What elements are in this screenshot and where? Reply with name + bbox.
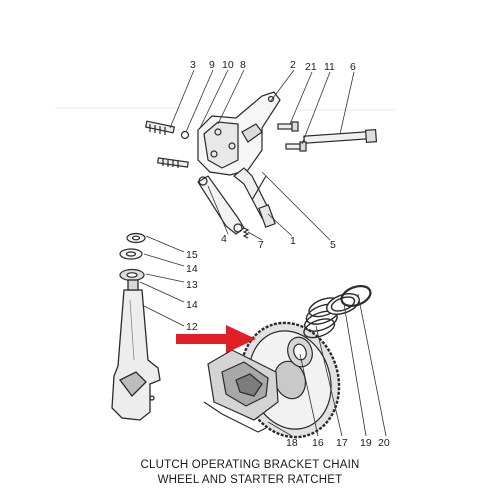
callout-5: 5 xyxy=(330,239,336,251)
callout-11: 11 xyxy=(324,61,335,73)
callout-21: 21 xyxy=(305,61,317,73)
red-pointer-arrow xyxy=(176,325,256,353)
callout-2: 2 xyxy=(290,59,296,71)
clutch-operating-bracket-assembly xyxy=(144,91,378,239)
bolt-3 xyxy=(144,120,176,135)
arm-4 xyxy=(197,175,245,235)
caption-line-2: WHEEL AND STARTER RATCHET xyxy=(157,474,343,486)
leader-lines xyxy=(139,69,387,437)
ratchet-shaft-12 xyxy=(111,279,161,421)
screw-21 xyxy=(277,121,299,132)
callout-1: 1 xyxy=(290,235,296,247)
bushing xyxy=(287,336,313,368)
operating-lever-1 xyxy=(233,167,276,228)
spring-and-rings xyxy=(303,285,372,339)
diagram-caption: CLUTCH OPERATING BRACKET CHAIN WHEEL AND… xyxy=(0,458,500,488)
screw-11 xyxy=(285,141,307,152)
long-bolt-6 xyxy=(303,129,378,144)
pivot-rod xyxy=(251,175,267,201)
ring-20 xyxy=(340,285,372,307)
callout-7: 7 xyxy=(258,239,264,251)
chain-wheel-assembly xyxy=(203,321,341,439)
callout-19: 19 xyxy=(360,437,372,449)
callout-15: 15 xyxy=(186,249,198,261)
callout-3: 3 xyxy=(190,59,196,71)
scan-lines xyxy=(55,107,395,111)
callout-numbers: 3 9 10 8 2 21 11 6 4 7 1 5 15 14 13 14 1… xyxy=(186,59,390,449)
callout-4: 4 xyxy=(221,233,227,245)
callout-12: 12 xyxy=(186,321,198,333)
callout-9: 9 xyxy=(209,59,215,71)
washer-9 xyxy=(180,130,190,140)
callout-13: 13 xyxy=(186,279,198,291)
caption-line-1: CLUTCH OPERATING BRACKET CHAIN xyxy=(140,459,360,471)
callout-18: 18 xyxy=(286,437,298,449)
bracket-plate xyxy=(197,91,281,176)
stud-left xyxy=(157,157,189,168)
callout-6: 6 xyxy=(350,61,356,73)
callout-8: 8 xyxy=(240,59,246,71)
callout-20: 20 xyxy=(378,437,390,449)
callout-14-lower: 14 xyxy=(186,299,198,311)
spring-7 xyxy=(242,227,250,239)
callout-14-upper: 14 xyxy=(186,263,198,275)
callout-16: 16 xyxy=(312,437,324,449)
starter-ratchet-18 xyxy=(203,349,279,433)
callout-10: 10 xyxy=(222,59,234,71)
washer-stack xyxy=(119,232,146,282)
callout-17: 17 xyxy=(336,437,348,449)
